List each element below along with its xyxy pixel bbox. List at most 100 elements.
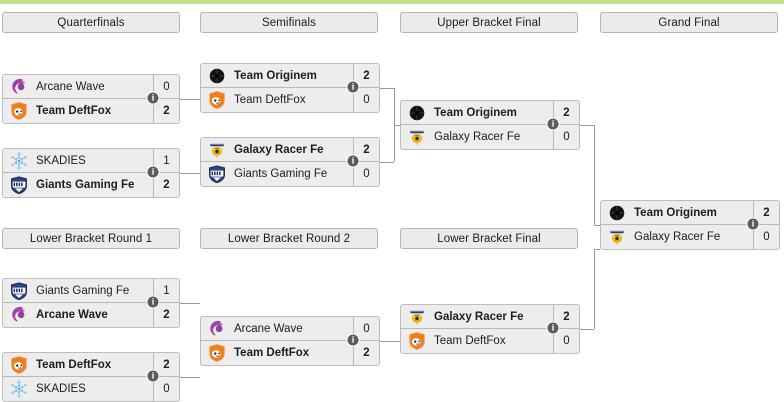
match-row-bottom[interactable]: SKADIES 0: [3, 377, 179, 401]
round-header-qf: Quarterfinals: [2, 12, 180, 33]
match-row-bottom[interactable]: Giants Gaming Fe 2: [3, 173, 179, 197]
match-info-icon[interactable]: i: [346, 80, 360, 94]
giants-gaming-fe-logo: [6, 174, 32, 196]
match-info-icon[interactable]: i: [146, 91, 160, 105]
team-name: Arcane Wave: [36, 80, 105, 93]
connector-line: [594, 249, 600, 250]
connector-line: [180, 303, 200, 304]
match-score: 2: [753, 201, 779, 224]
match-info-icon[interactable]: i: [346, 333, 360, 347]
match-info-icon[interactable]: i: [146, 369, 160, 383]
arcane-wave-logo: [6, 76, 32, 98]
team-name: Galaxy Racer Fe: [634, 231, 721, 243]
match-score: 2: [353, 138, 379, 161]
match-score: 1: [153, 149, 179, 172]
connector-line: [594, 225, 600, 226]
team-deftfox-logo: [404, 330, 430, 352]
connector-line: [380, 88, 394, 89]
connector-line: [594, 125, 595, 225]
team-name: Team DeftFox: [234, 94, 306, 106]
round-header-sf: Semifinals: [200, 12, 378, 33]
match-row-bottom[interactable]: Giants Gaming Fe 0: [201, 162, 379, 186]
match-score: 2: [153, 99, 179, 123]
team-name: Arcane Wave: [36, 309, 108, 321]
team-name: Team DeftFox: [434, 335, 506, 347]
match-score: 0: [353, 162, 379, 186]
team-name: SKADIES: [36, 383, 86, 395]
galaxy-racer-fe-logo: [604, 226, 630, 248]
connector-line: [580, 329, 594, 330]
team-originem-logo: [204, 65, 230, 87]
match-row-bottom[interactable]: Arcane Wave 2: [3, 303, 179, 327]
match-score: 2: [553, 305, 579, 328]
match-info-icon[interactable]: i: [146, 165, 160, 179]
round-header-lbf: Lower Bracket Final: [400, 228, 578, 249]
team-deftfox-logo: [204, 342, 230, 364]
match-info-icon[interactable]: i: [546, 321, 560, 335]
round-header-ubf: Upper Bracket Final: [400, 12, 578, 33]
match-info-icon[interactable]: i: [146, 295, 160, 309]
arcane-wave-logo: [6, 304, 32, 326]
round-header-lb1: Lower Bracket Round 1: [2, 228, 180, 249]
connector-line: [380, 162, 394, 163]
team-originem-logo: [404, 102, 430, 124]
team-name: Giants Gaming Fe: [36, 179, 135, 191]
connector-line: [180, 173, 200, 174]
team-name: Galaxy Racer Fe: [234, 143, 324, 156]
team-name: Galaxy Racer Fe: [434, 131, 521, 143]
connector-line: [394, 88, 395, 125]
match-row-bottom[interactable]: Galaxy Racer Fe 0: [401, 125, 579, 149]
giants-gaming-fe-logo: [6, 280, 32, 302]
match-score: 2: [153, 173, 179, 197]
match-score: 0: [353, 317, 379, 340]
match-score: 0: [153, 75, 179, 98]
match-score: 1: [153, 279, 179, 302]
match-score: 2: [353, 64, 379, 87]
match-info-icon[interactable]: i: [546, 117, 560, 131]
match-info-icon[interactable]: i: [746, 217, 760, 231]
match-score: 2: [153, 353, 179, 376]
connector-line: [180, 377, 200, 378]
team-name: Team DeftFox: [234, 347, 310, 359]
galaxy-racer-fe-logo: [404, 126, 430, 148]
round-header-gf: Grand Final: [600, 12, 778, 33]
match-score: 0: [553, 125, 579, 149]
connector-line: [580, 125, 594, 126]
match-info-icon[interactable]: i: [346, 154, 360, 168]
arcane-wave-logo: [204, 318, 230, 340]
match-score: 2: [153, 303, 179, 327]
team-name: Giants Gaming Fe: [36, 284, 130, 297]
connector-line: [394, 125, 395, 162]
team-name: Team DeftFox: [36, 358, 112, 371]
team-name: Giants Gaming Fe: [234, 168, 328, 180]
team-deftfox-logo: [6, 354, 32, 376]
match-score: 0: [153, 377, 179, 401]
connector-line: [394, 125, 400, 126]
